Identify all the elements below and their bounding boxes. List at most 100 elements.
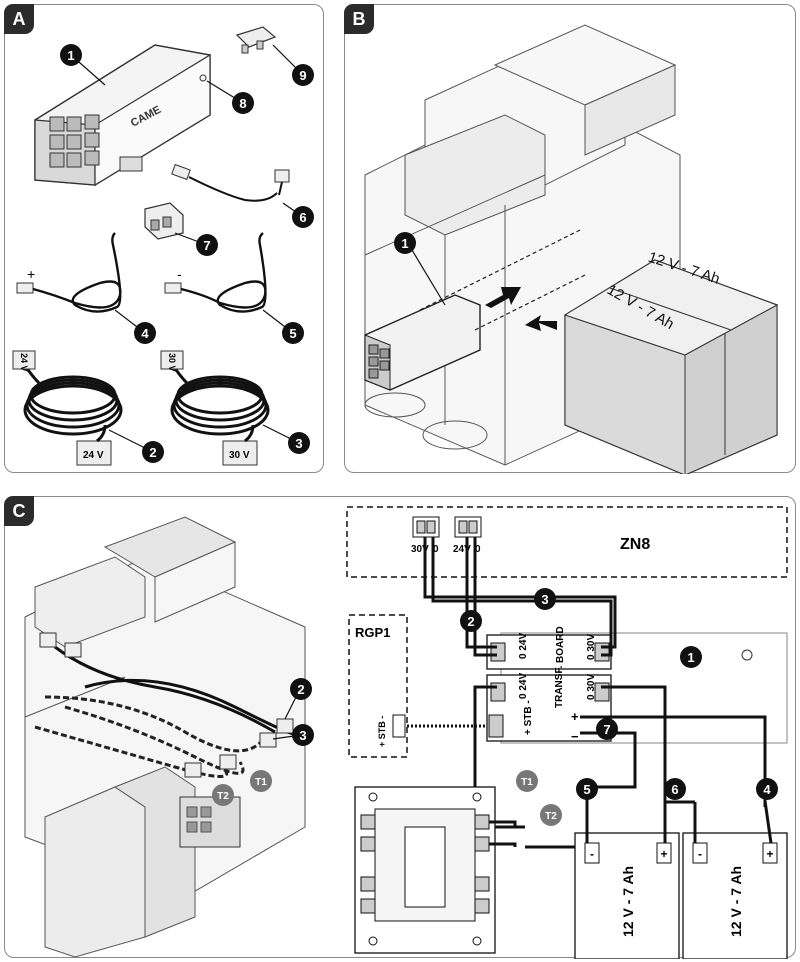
callout-1-c: 1 (680, 646, 702, 668)
emergency-module: CAME (34, 44, 211, 187)
panel-b: B (344, 4, 796, 474)
callout-4: 4 (134, 322, 156, 344)
panel-c-drawing: 2 3 T1 T2 ZN8 30V 0 24V 0 RGP1 + STB - (24, 506, 788, 959)
callout-7-c: 7 (596, 718, 618, 740)
svg-text:6: 6 (299, 210, 306, 225)
board-terminals (486, 634, 612, 670)
panel-c-tag: C (4, 496, 34, 526)
callout-2-c: 2 (460, 610, 482, 632)
rgp1-label: RGP1 (355, 625, 390, 640)
connector-label-24v-top: 24 V (19, 353, 29, 372)
callout-4-c: 4 (756, 778, 778, 800)
callout-7: 7 (196, 234, 218, 256)
svg-text:1: 1 (687, 650, 694, 665)
svg-text:T2: T2 (545, 811, 557, 822)
callout-5-c: 5 (576, 778, 598, 800)
svg-text:1: 1 (67, 48, 74, 63)
zn8-terminal-24v (454, 516, 482, 538)
battery-1-label-c: 12 V - 7 Ah (620, 866, 636, 937)
panel-b-tag: B (344, 4, 374, 34)
cable-2-coil (12, 350, 123, 466)
svg-text:2: 2 (467, 614, 474, 629)
svg-text:7: 7 (203, 238, 210, 253)
plus-sign: + (27, 266, 35, 282)
callout-t1-left: T1 (250, 770, 272, 792)
panel-c: C 2 (4, 496, 796, 959)
battery-2-plus: + (766, 847, 773, 861)
battery-terminal-wires (585, 800, 773, 844)
svg-text:4: 4 (141, 326, 149, 341)
svg-text:1: 1 (401, 236, 408, 251)
zn8-30v-label: 30V (411, 544, 429, 555)
callout-8: 8 (232, 92, 254, 114)
callout-6: 6 (292, 206, 314, 228)
wiring-diagram (423, 537, 767, 849)
battery-2-label-c: 12 V - 7 Ah (728, 866, 744, 937)
pm-plus: + (571, 709, 579, 724)
zn8-0a-label: 0 (433, 544, 439, 555)
panel-a-tag: A (4, 4, 34, 34)
zn8-0b-label: 0 (475, 544, 481, 555)
zn8-24v-label: 24V (453, 544, 471, 555)
svg-text:4: 4 (763, 782, 771, 797)
panel-a-drawing: CAME (12, 26, 314, 466)
svg-text:3: 3 (541, 592, 548, 607)
board-0-24v: 0 24V (518, 633, 529, 659)
operator-wiring-view (24, 516, 306, 958)
svg-text:5: 5 (583, 782, 590, 797)
callout-1: 1 (394, 232, 416, 254)
callout-t2-left: T2 (212, 784, 234, 806)
svg-text:9: 9 (299, 68, 306, 83)
battery-1-minus: - (590, 847, 594, 861)
cable-6 (171, 163, 290, 202)
insertion-guides (419, 229, 586, 331)
terminal-block (144, 202, 184, 240)
callout-3: 3 (288, 432, 310, 454)
panel-a: A CAME (4, 4, 324, 473)
svg-text:3: 3 (295, 436, 302, 451)
svg-text:6: 6 (671, 782, 678, 797)
battery-2-minus: - (698, 847, 702, 861)
battery-pack: 12 V - 7 Ah 12 V - 7 Ah (563, 249, 779, 474)
transformer (354, 786, 496, 954)
callout-5: 5 (282, 322, 304, 344)
zn8-label: ZN8 (620, 536, 650, 553)
callout-2: 2 (142, 441, 164, 463)
connector-label-30v: 30 V (229, 450, 250, 461)
panel-b-drawing: 12 V - 7 Ah 12 V - 7 Ah 1 (364, 24, 779, 474)
callout-3: 3 (292, 724, 314, 746)
battery-1-plus: + (660, 847, 667, 861)
svg-text:7: 7 (603, 722, 610, 737)
fuse (235, 26, 277, 54)
svg-text:3: 3 (299, 728, 306, 743)
svg-text:T1: T1 (255, 777, 267, 788)
rgp1-stb-label: + STB - (377, 716, 387, 747)
transf-0-30v: 0 30V (586, 674, 597, 700)
cable-4 (16, 232, 122, 313)
insert-arrow (485, 287, 521, 308)
stb-terminal-label: + STB - (523, 700, 534, 735)
callout-t1-c: T1 (516, 770, 538, 792)
callout-1: 1 (60, 44, 82, 66)
pm-minus: − (571, 729, 579, 744)
battery-1: - + 12 V - 7 Ah (574, 832, 680, 959)
cable-3-coil (160, 350, 270, 466)
cable-5 (164, 232, 267, 313)
callout-t2-c: T2 (540, 804, 562, 826)
zn8-box (346, 506, 788, 578)
transf-0-24v: 0 24V (518, 673, 529, 699)
battery-2: - + 12 V - 7 Ah (682, 832, 788, 959)
connector-label-24v: 24 V (83, 450, 104, 461)
svg-text:5: 5 (289, 326, 296, 341)
battery-arrow (525, 315, 557, 331)
connector-label-30v-top: 30 V (167, 353, 177, 372)
svg-text:2: 2 (149, 445, 156, 460)
minus-sign: - (177, 266, 182, 282)
transf-label: TRANSF. (554, 666, 565, 708)
callout-9: 9 (292, 64, 314, 86)
callout-2: 2 (290, 678, 312, 700)
module-installed (364, 294, 481, 391)
svg-text:2: 2 (297, 682, 304, 697)
zn8-terminal-30v (412, 516, 440, 538)
transf-terminals (486, 674, 612, 742)
